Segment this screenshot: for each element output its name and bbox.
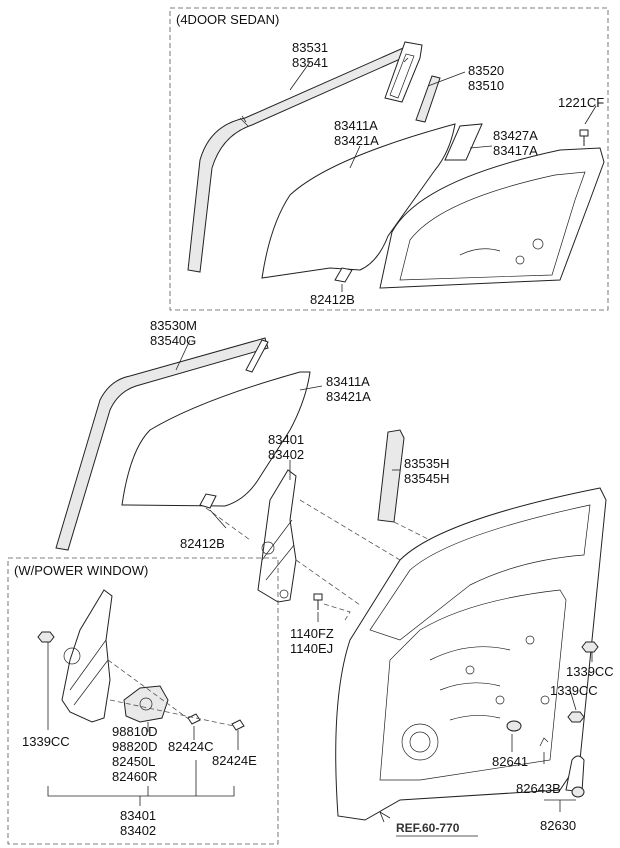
label-82412b-top: 82412B — [310, 292, 355, 307]
bolt-1140 — [313, 593, 323, 610]
label-82424c: 82424C — [168, 739, 214, 754]
spring-82643b — [539, 737, 549, 747]
label-98810d: 98810D — [112, 724, 158, 739]
rear-door-panel — [335, 487, 607, 821]
label-82630: 82630 — [540, 818, 576, 833]
rear-channel — [377, 429, 405, 523]
label-1339cc-right2: 1339CC — [550, 683, 598, 698]
label-83535h: 83535H — [404, 456, 450, 471]
window-motor — [123, 685, 169, 723]
label-83427a: 83427A — [493, 128, 538, 143]
glass-clip-mid — [199, 493, 217, 509]
label-83401-bot: 83401 — [120, 808, 156, 823]
label-82643b: 82643B — [516, 781, 561, 796]
sedan-section-box — [169, 7, 609, 311]
label-1339cc-right1: 1339CC — [566, 664, 614, 679]
label-83421a-mid: 83421A — [326, 389, 371, 404]
window-handle-82630 — [565, 755, 585, 793]
door-glass-mid — [121, 371, 311, 507]
label-82460r: 82460R — [112, 769, 158, 784]
quarter-glass-top — [444, 123, 483, 161]
label-83401-mid: 83401 — [268, 432, 304, 447]
label-82424e: 82424E — [212, 753, 257, 768]
door-glass-top — [261, 123, 456, 279]
glass-clip-top — [334, 267, 353, 283]
label-83520: 83520 — [468, 63, 504, 78]
label-83411a-top: 83411A — [334, 118, 378, 133]
label-83402-bot: 83402 — [120, 823, 156, 838]
label-83545h: 83545H — [404, 471, 450, 486]
window-regulator-power — [61, 589, 113, 723]
connector-82424e — [231, 719, 245, 731]
nut-1339cc-right1 — [581, 641, 599, 653]
label-1140ej: 1140EJ — [290, 641, 333, 656]
label-82412b-mid: 82412B — [180, 536, 225, 551]
grommet-82641 — [506, 720, 522, 732]
label-82641: 82641 — [492, 754, 528, 769]
label-83530m: 83530M — [150, 318, 197, 333]
label-83417a: 83417A — [493, 143, 538, 158]
nut-1339cc-right2 — [567, 711, 585, 723]
center-channel-top — [415, 75, 441, 123]
label-83540g: 83540G — [150, 333, 196, 348]
sedan-section-title: (4DOOR SEDAN) — [176, 12, 279, 27]
label-1140fz: 1140FZ — [290, 626, 334, 641]
power-window-section-box — [7, 557, 279, 845]
bolt-1221cf — [579, 129, 589, 146]
power-window-section-title: (W/POWER WINDOW) — [14, 563, 148, 578]
label-1221cf: 1221CF — [558, 95, 604, 110]
label-83541: 83541 — [292, 55, 328, 70]
delta-mid — [245, 339, 269, 373]
label-83510: 83510 — [468, 78, 504, 93]
label-83531: 83531 — [292, 40, 328, 55]
run-channel-mid — [55, 337, 269, 551]
ref-link[interactable]: REF.60-770 — [396, 821, 460, 835]
door-panel-top-partial — [379, 147, 605, 289]
window-regulator-mid — [257, 469, 297, 603]
nut-1339cc-left — [37, 631, 55, 643]
label-1339cc-left: 1339CC — [22, 734, 70, 749]
label-82450l: 82450L — [112, 754, 155, 769]
label-83421a-top: 83421A — [334, 133, 379, 148]
label-98820d: 98820D — [112, 739, 158, 754]
connector-82424c — [187, 713, 201, 725]
delta-molding-top — [384, 41, 423, 103]
label-83402-mid: 83402 — [268, 447, 304, 462]
label-83411a-mid: 83411A — [326, 374, 370, 389]
